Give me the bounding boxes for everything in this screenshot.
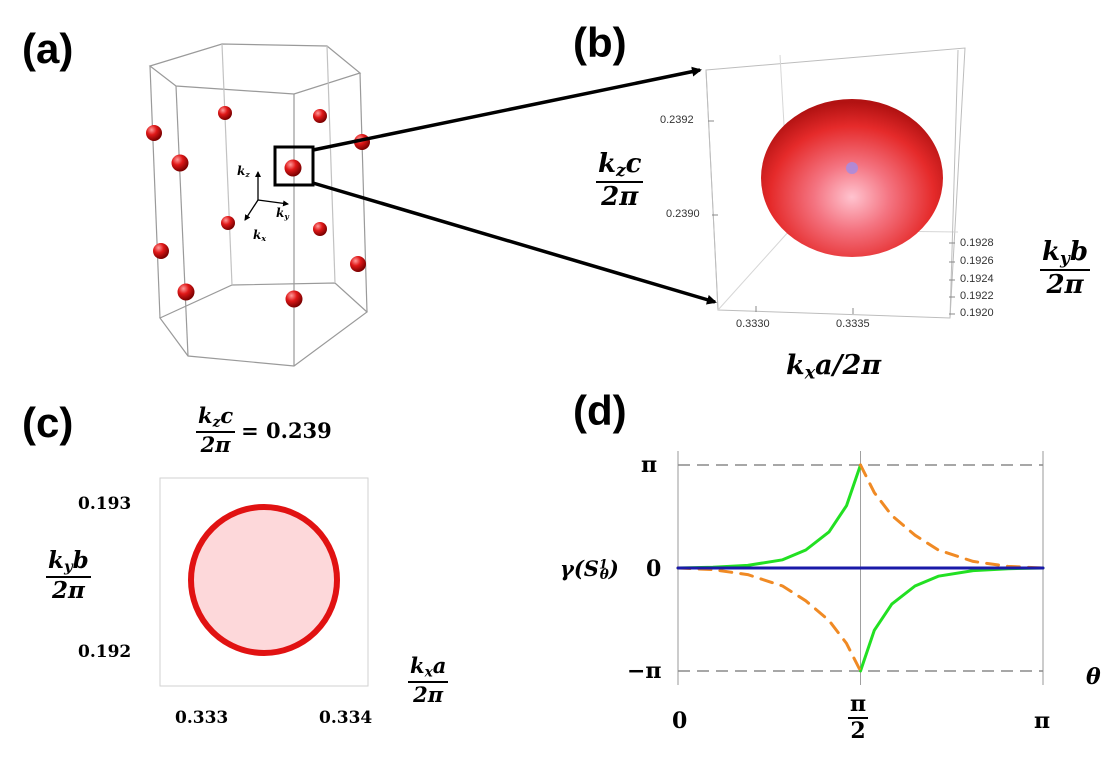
d-x-tick-mid: π 2 [848, 691, 869, 745]
b-z-tick-0: 0.2392 [660, 114, 694, 126]
c-y-tick-0: 0.193 [78, 494, 132, 514]
box-ticks [708, 120, 955, 315]
panel-b-label: (b) [573, 19, 627, 66]
kz-axis-label: kz [237, 164, 250, 179]
d-series-orange-3 [859, 463, 1045, 570]
d-series-green-0 [676, 463, 862, 570]
d-y-tick-neg-pi: −π [627, 658, 662, 684]
zoom-arrow-bottom [312, 181, 717, 305]
panel-c-label: (c) [22, 399, 74, 446]
c-x-tick-1: 0.334 [319, 708, 373, 728]
b-x-tick-1: 0.3335 [836, 318, 870, 330]
weyl-node [846, 162, 858, 174]
b-x-axis-label: kxa/2π [786, 350, 882, 384]
ky-axis-label: ky [276, 206, 289, 221]
k-axes [244, 171, 289, 221]
b-z-axis-label: kzc 2π [596, 149, 644, 212]
c-x-axis-label: kxa 2π [408, 653, 449, 708]
zoom-arrow-top [312, 66, 702, 152]
hexagonal-prism [148, 43, 368, 367]
slice-circle [188, 504, 340, 656]
b-y-tick-3: 0.1922 [960, 290, 994, 302]
d-series-green-1 [859, 566, 1045, 673]
d-series-orange-2 [676, 566, 862, 673]
weyl-points [146, 106, 370, 308]
c-y-axis-label: kyb 2π [46, 547, 91, 604]
panel-a-label: (a) [22, 25, 74, 72]
d-y-tick-pi: π [641, 452, 658, 478]
d-y-axis-label: γ(S1θ) [560, 556, 619, 584]
d-x-tick-end: π [1034, 708, 1051, 734]
zoom-box [273, 145, 315, 187]
b-y-tick-2: 0.1924 [960, 273, 994, 285]
kx-axis-label: kx [253, 228, 266, 243]
b-x-tick-0: 0.3330 [736, 318, 770, 330]
c-title: kzc 2π = 0.239 [196, 403, 332, 458]
b-y-tick-1: 0.1926 [960, 255, 994, 267]
d-x-tick-0: 0 [672, 708, 688, 734]
fermi-sphere [761, 99, 943, 257]
b-y-tick-4: 0.1920 [960, 307, 994, 319]
d-y-tick-zero: 0 [646, 556, 662, 582]
b-y-axis-label: kyb 2π [1040, 237, 1091, 300]
c-x-tick-0: 0.333 [175, 708, 229, 728]
b-z-tick-1: 0.2390 [666, 208, 700, 220]
b-y-tick-0: 0.1928 [960, 237, 994, 249]
c-y-tick-1: 0.192 [78, 642, 132, 662]
panel-d-label: (d) [573, 387, 627, 434]
d-x-axis-label: θ [1086, 664, 1101, 690]
